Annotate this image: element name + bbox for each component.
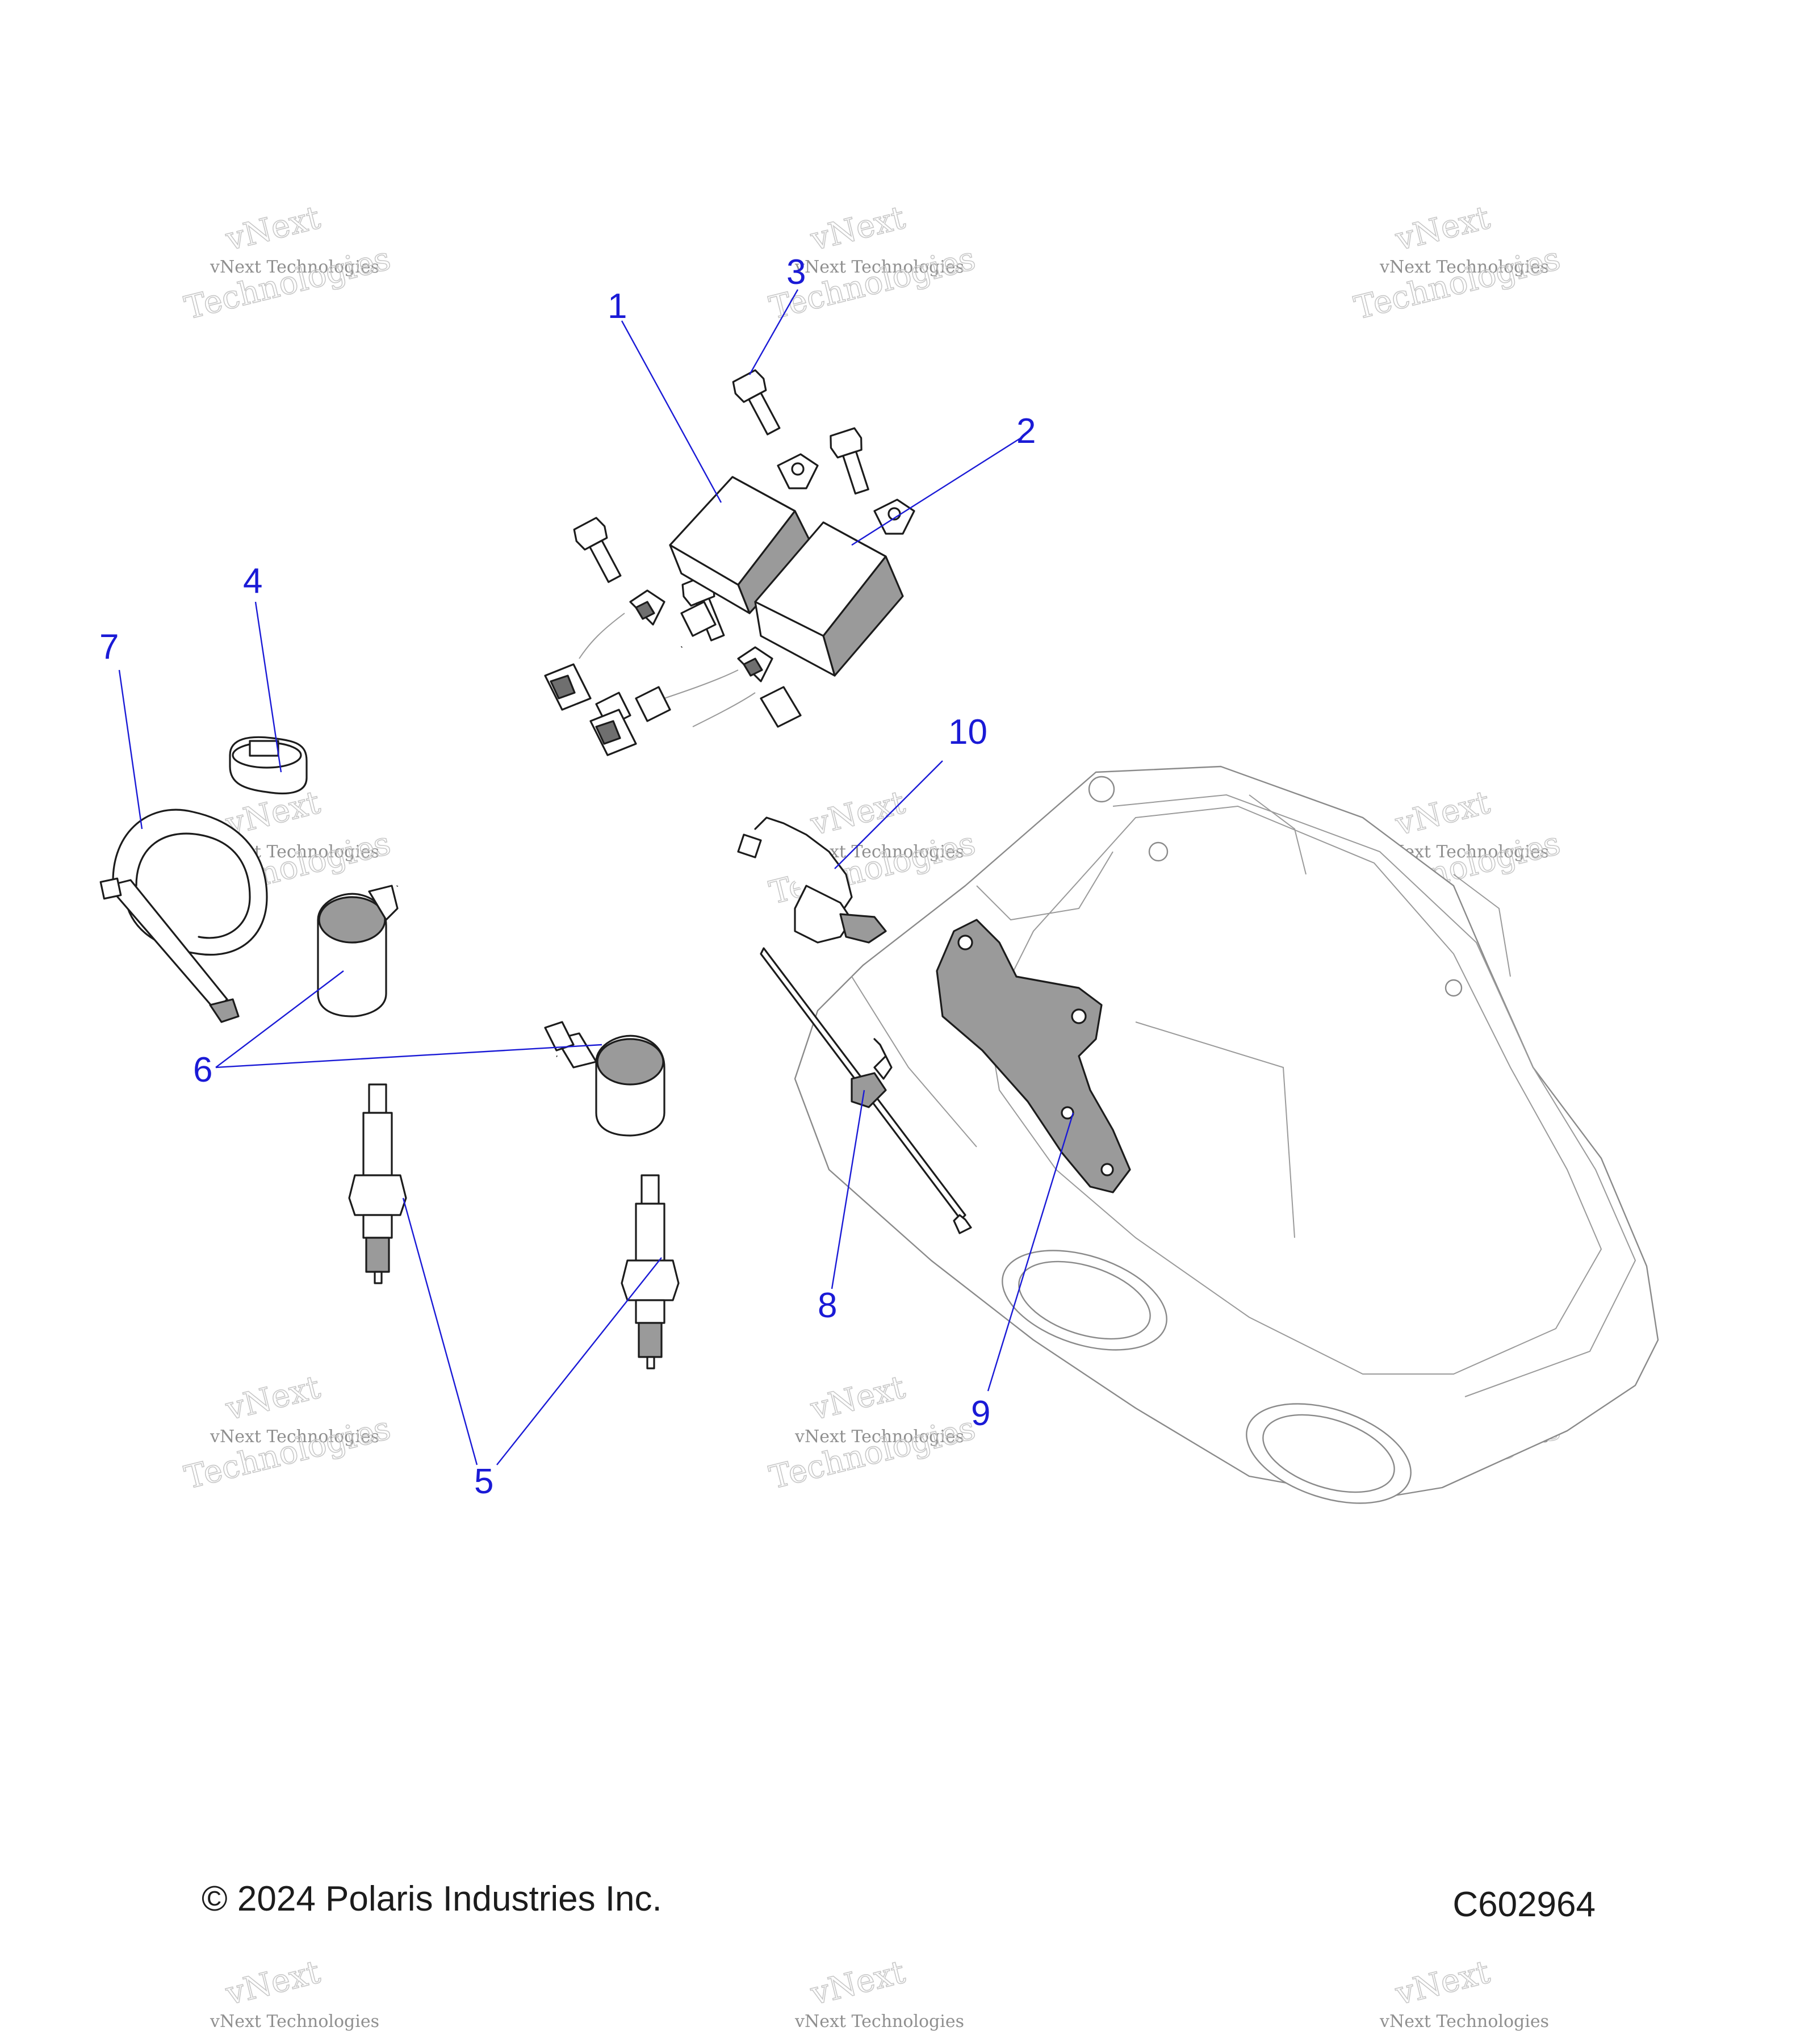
spark-plug-cap[interactable]: [544, 1021, 665, 1137]
leader-2: [851, 436, 1023, 546]
svg-text:Technologies: Technologies: [766, 1410, 979, 1497]
svg-text:vNext: vNext: [222, 1369, 324, 1428]
spark-plug[interactable]: [621, 1174, 680, 1369]
svg-text:vNext: vNext: [807, 1954, 909, 2013]
svg-text:vNext: vNext: [1392, 199, 1494, 258]
bolt[interactable]: [730, 368, 788, 438]
svg-text:vNext: vNext: [807, 1369, 909, 1428]
leader-6b: [215, 1044, 602, 1069]
diagram-code: C602964: [1452, 1885, 1596, 1924]
callout-9: 9: [971, 1394, 990, 1433]
coil-wiring-harness: [392, 601, 802, 1058]
svg-text:vNext Technologies: vNext Technologies: [794, 257, 964, 277]
svg-text:vNext Technologies: vNext Technologies: [1379, 257, 1549, 277]
callout-1: 1: [608, 287, 627, 326]
harness-clip[interactable]: [229, 736, 308, 795]
ignition-coil-1[interactable]: [629, 453, 819, 626]
callout-2: 2: [1016, 412, 1036, 451]
copyright-notice: © 2024 Polaris Industries Inc.: [202, 1879, 662, 1919]
svg-text:vNext Technologies: vNext Technologies: [794, 1427, 964, 1447]
svg-text:vNext Technologies: vNext Technologies: [210, 2012, 379, 2032]
bolt[interactable]: [827, 427, 877, 496]
callout-10: 10: [948, 713, 987, 752]
callout-3: 3: [786, 253, 806, 292]
svg-text:vNext Technologies: vNext Technologies: [794, 2012, 964, 2032]
svg-text:vNext Technologies: vNext Technologies: [210, 1427, 379, 1447]
callout-7: 7: [99, 627, 119, 667]
watermark: vNext vNext Technologies Technologies: [181, 1368, 395, 1497]
svg-text:vNext: vNext: [222, 1954, 324, 2013]
engine-head-outline: [794, 765, 1659, 1504]
watermark: vNext vNext Technologies: [794, 1953, 964, 2032]
svg-text:vNext Technologies: vNext Technologies: [210, 257, 379, 277]
cable-clamp[interactable]: [737, 816, 887, 944]
callout-5: 5: [474, 1462, 493, 1501]
leader-5a: [402, 1197, 478, 1465]
svg-text:Technologies: Technologies: [181, 240, 394, 327]
bolt[interactable]: [571, 516, 629, 586]
watermark: vNext vNext Technologies: [1379, 1953, 1549, 2032]
svg-text:vNext: vNext: [1392, 784, 1494, 843]
watermark: vNext vNext Technologies Technologies: [765, 1368, 979, 1497]
leader-lines: [118, 289, 1074, 1465]
coil-mounting-bracket[interactable]: [936, 919, 1131, 1193]
callout-4: 4: [243, 562, 262, 601]
watermark: vNext vNext Technologies Technologies: [1350, 199, 1564, 328]
leader-7: [118, 669, 143, 830]
leader-8: [831, 1090, 865, 1289]
svg-text:vNext: vNext: [807, 784, 909, 843]
callout-numbers: 1 2 3 4 5 6 7 8 9 10: [99, 253, 1036, 1501]
watermark: vNext vNext Technologies Technologies: [181, 199, 395, 328]
leader-3: [748, 289, 799, 375]
leader-6a: [215, 970, 344, 1068]
svg-text:vNext: vNext: [1392, 1954, 1494, 2013]
callout-6: 6: [193, 1050, 212, 1090]
leader-1: [621, 320, 722, 503]
tie-strap[interactable]: [99, 809, 268, 1023]
callout-8: 8: [818, 1286, 837, 1325]
leader-9: [987, 1112, 1074, 1392]
leader-10: [834, 760, 943, 869]
svg-text:Technologies: Technologies: [1351, 240, 1564, 327]
spark-plug-cap[interactable]: [317, 885, 399, 1017]
svg-text:Technologies: Technologies: [181, 1410, 394, 1497]
svg-text:vNext Technologies: vNext Technologies: [1379, 2012, 1549, 2032]
leader-4: [254, 601, 282, 773]
cable-tie[interactable]: [760, 947, 972, 1234]
leader-5b: [496, 1257, 662, 1465]
svg-text:vNext: vNext: [222, 199, 324, 258]
svg-text:vNext: vNext: [807, 199, 909, 258]
spark-plug[interactable]: [348, 1083, 407, 1284]
watermark: vNext vNext Technologies: [210, 1953, 379, 2032]
